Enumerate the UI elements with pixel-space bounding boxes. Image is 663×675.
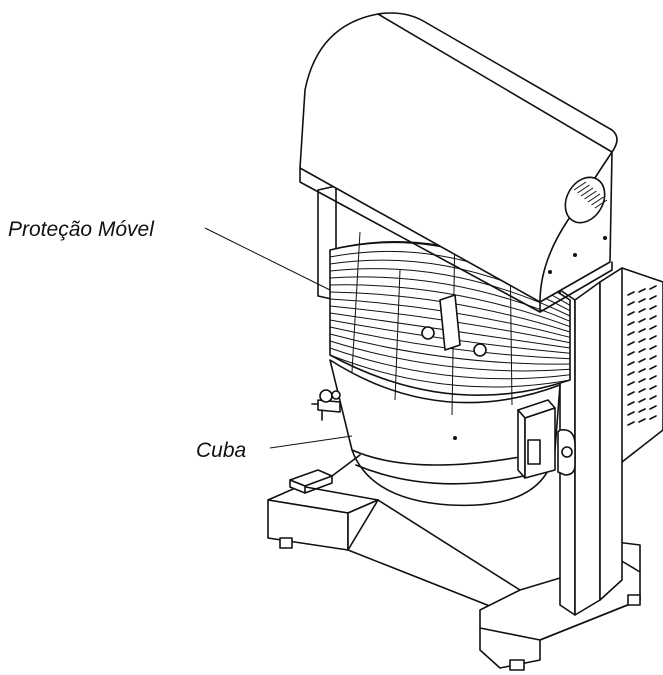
- vent-slot: [649, 385, 657, 390]
- lock-mechanism: [517, 399, 576, 479]
- vent-slot: [649, 415, 657, 420]
- vent-slot: [627, 311, 635, 316]
- cage-latch: [439, 294, 461, 351]
- vent-grille: [573, 181, 608, 209]
- vent-slot: [638, 418, 646, 423]
- vent-slot: [627, 291, 635, 296]
- cage-hoop: [329, 284, 571, 328]
- vent-slot: [627, 351, 635, 356]
- cage-hoop: [329, 354, 571, 388]
- vent-slot: [649, 345, 657, 350]
- vent-slot: [649, 395, 657, 400]
- cage-hoop: [329, 333, 571, 365]
- vent-slot: [649, 355, 657, 360]
- vent-slat: [594, 199, 608, 209]
- vent-slot: [638, 328, 646, 333]
- vent-slat: [591, 196, 604, 206]
- vent-slot: [627, 341, 635, 346]
- vent-slot: [627, 321, 635, 326]
- vent-slot: [649, 375, 657, 380]
- vent-slat: [584, 190, 597, 200]
- vent-slot: [649, 405, 657, 410]
- vent-slot: [627, 371, 635, 376]
- vent-slot: [649, 315, 657, 320]
- vent-slat: [587, 193, 601, 203]
- mixer-head-cover: [299, 12, 618, 313]
- label-cuba: Cuba: [196, 439, 246, 462]
- vent-slot: [627, 361, 635, 366]
- ventilation-slots: [627, 285, 657, 426]
- vent-slot: [649, 295, 657, 300]
- support-columns: [317, 185, 623, 616]
- vent-slot: [638, 408, 646, 413]
- faucet: [311, 389, 341, 421]
- cage-hoop: [329, 340, 571, 372]
- bowl: [329, 359, 561, 507]
- foot-pedal: [289, 454, 361, 494]
- vent-slot: [638, 308, 646, 313]
- vent-slot: [649, 365, 657, 370]
- leader-protecao-movel: [204, 227, 331, 291]
- vent-slot: [627, 421, 635, 426]
- vent-slot: [649, 305, 657, 310]
- vent-slot: [638, 398, 646, 403]
- vent-slot: [627, 391, 635, 396]
- vent-slot: [627, 401, 635, 406]
- vent-slot: [638, 298, 646, 303]
- vent-slat: [577, 184, 590, 194]
- vent-slot: [638, 288, 646, 293]
- vent-slot: [649, 325, 657, 330]
- vent-slot: [638, 378, 646, 383]
- vent-slot: [627, 381, 635, 386]
- vent-slat: [573, 181, 587, 191]
- vent-slot: [627, 301, 635, 306]
- vent-slot: [627, 331, 635, 336]
- vent-slot: [649, 285, 657, 290]
- vent-slot: [627, 411, 635, 416]
- leader-cuba: [269, 435, 353, 449]
- vent-slot: [638, 338, 646, 343]
- vent-slot: [638, 318, 646, 323]
- cage-bolt: [421, 326, 435, 340]
- cage-bolt: [473, 343, 487, 357]
- cage-bar: [394, 269, 401, 401]
- cage-bar: [351, 231, 361, 373]
- vent-slot: [649, 335, 657, 340]
- vent-slot: [638, 388, 646, 393]
- cage-hoop: [329, 347, 571, 380]
- vent-slot: [638, 368, 646, 373]
- leader-lines: [204, 227, 353, 449]
- vent-slat: [580, 187, 594, 197]
- label-protecao-movel: Proteção Móvel: [8, 218, 155, 241]
- vent-slot: [638, 358, 646, 363]
- vent-slot: [638, 348, 646, 353]
